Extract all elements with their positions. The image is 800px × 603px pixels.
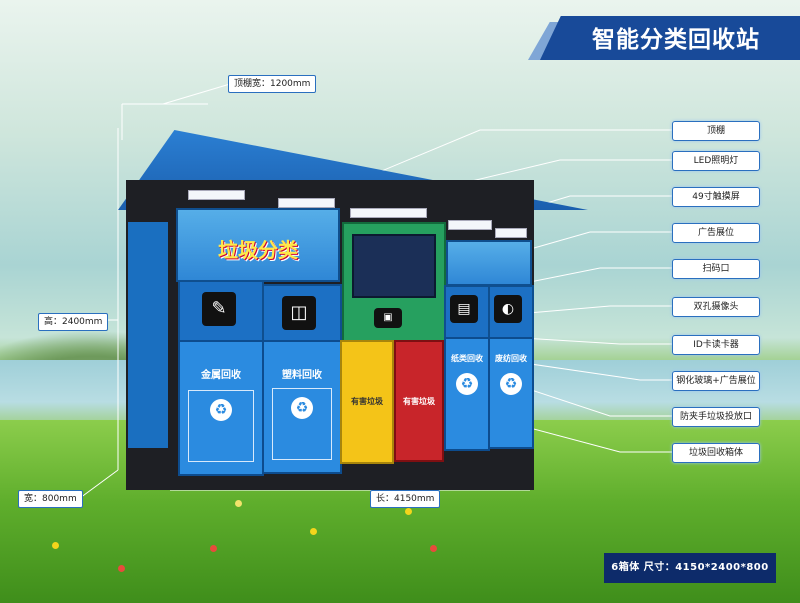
callout-id-reader: ID卡读卡器: [672, 335, 760, 355]
bin-label: 塑料回收: [282, 370, 322, 381]
callout-anti-pinch-opening: 防夹手垃圾投放口: [672, 407, 760, 427]
callout-ad-slot: 广告展位: [672, 223, 760, 243]
bin-label: 金属回收: [201, 370, 241, 381]
dimension-width: 宽：800mm: [18, 490, 83, 508]
scan-code-icon[interactable]: ▣: [374, 308, 402, 328]
recycle-icon: ♻: [210, 399, 232, 421]
top-ad-panel-right: [446, 240, 532, 286]
bin-metal[interactable]: 金属回收 ♻: [178, 340, 264, 476]
plastic-bag-icon: ◫: [282, 296, 316, 330]
textile-icon: ◐: [494, 295, 522, 323]
recycle-icon: ♻: [291, 397, 313, 419]
ad-banner-text: 垃圾分类: [218, 238, 298, 262]
bin-info-panel: ♻: [272, 388, 332, 460]
bin-yellow[interactable]: 有害垃圾: [340, 340, 394, 464]
lid-panel-plastic: ◫: [262, 284, 342, 344]
bin-info-panel: ♻: [188, 390, 254, 462]
lid-panel-metal: ✎: [178, 280, 264, 342]
flower-icon: [310, 528, 317, 535]
led-lamp: [278, 198, 335, 208]
bin-plastic[interactable]: 塑料回收 ♻: [262, 340, 342, 474]
recycle-icon: ♻: [456, 373, 478, 395]
callout-roof: 顶棚: [672, 121, 760, 141]
flower-icon: [430, 545, 437, 552]
flower-icon: [52, 542, 59, 549]
flower-icon: [235, 500, 242, 507]
title-banner: [540, 16, 800, 60]
lid-panel-textile: ◐: [488, 285, 534, 339]
paper-icon: ▤: [450, 295, 478, 323]
page-title: 智能分类回收站: [592, 27, 760, 53]
touch-screen[interactable]: [352, 234, 436, 298]
dimension-roof-width: 顶棚宽：1200mm: [228, 75, 317, 93]
bin-paper[interactable]: 纸类回收 ♻: [444, 337, 490, 451]
callout-dual-camera: 双孔摄像头: [672, 297, 760, 317]
kiosk-side-ad-panel: [128, 222, 168, 448]
callout-tempered-glass: 钢化玻璃+广告展位: [672, 371, 760, 391]
bin-textile[interactable]: 废纺回收 ♻: [488, 337, 534, 449]
flower-icon: [405, 508, 412, 515]
top-ad-panel-left: 垃圾分类: [176, 208, 340, 282]
metal-icon: ✎: [202, 292, 236, 326]
bin-label: 有害垃圾: [351, 397, 383, 406]
dimension-height: 高：2400mm: [38, 313, 109, 331]
led-lamp: [448, 220, 492, 230]
callout-bin-body: 垃圾回收箱体: [672, 443, 760, 463]
flower-icon: [118, 565, 125, 572]
callout-scanner: 扫码口: [672, 259, 760, 279]
flower-icon: [210, 545, 217, 552]
led-lamp: [495, 228, 527, 238]
dimension-length: 长：4150mm: [370, 490, 441, 508]
recycle-icon: ♻: [500, 373, 522, 395]
callout-led-light: LED照明灯: [672, 151, 760, 171]
bin-label: 纸类回收: [451, 354, 483, 363]
spec-footer: 6箱体 尺寸：4150*2400*800: [604, 553, 776, 583]
lid-panel-paper: ▤: [444, 285, 490, 339]
center-module: ▣: [342, 222, 446, 344]
bin-red[interactable]: 有害垃圾: [394, 340, 444, 462]
callout-touchscreen: 49寸触摸屏: [672, 187, 760, 207]
led-lamp: [350, 208, 427, 218]
bin-label: 有害垃圾: [403, 397, 435, 406]
led-lamp: [188, 190, 245, 200]
bin-label: 废纺回收: [495, 354, 527, 363]
